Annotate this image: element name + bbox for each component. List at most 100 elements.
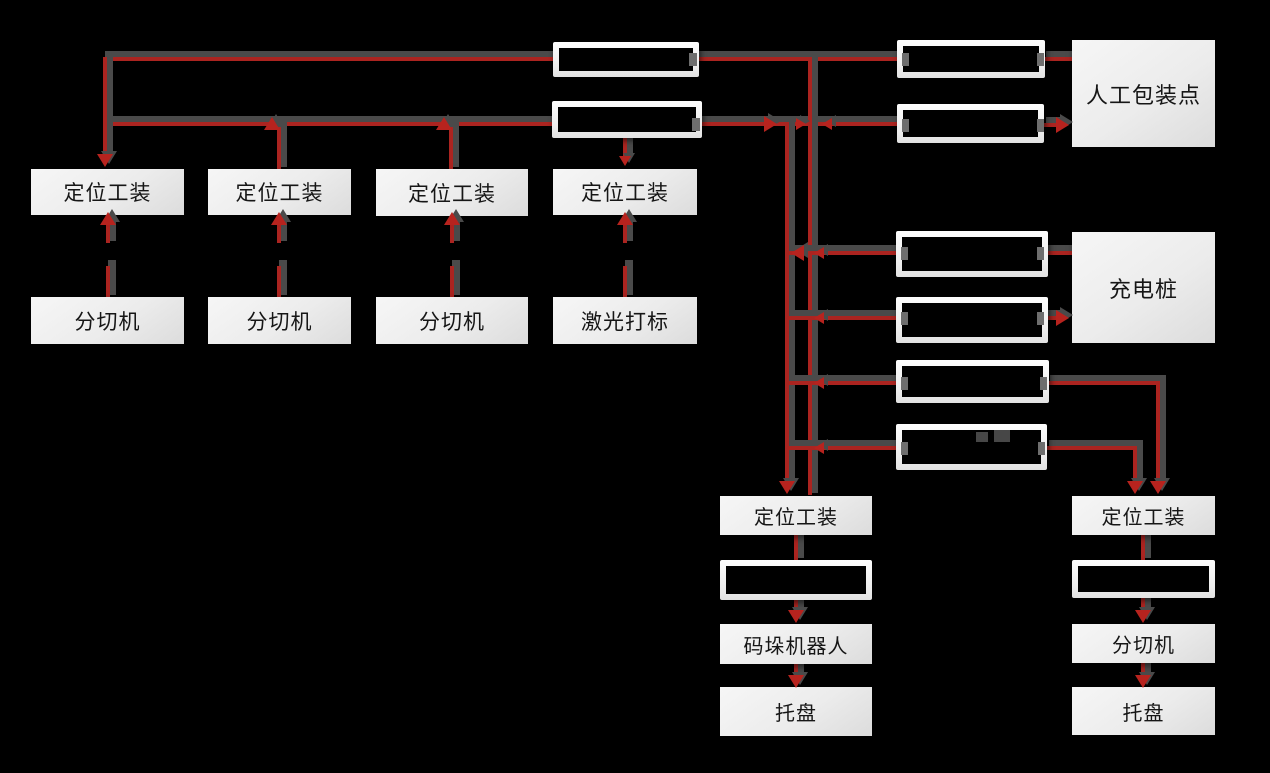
edge-segment [1044, 123, 1058, 127]
edge-segment [787, 316, 896, 320]
flow-arrow-up [264, 117, 280, 130]
slitter-2-node: 分切机 [208, 297, 351, 344]
flow-arrow-up [100, 212, 116, 225]
edge-segment [808, 57, 812, 495]
connector-nub [1037, 312, 1044, 325]
edge-segment [1141, 663, 1145, 677]
connector-nub [1037, 53, 1044, 66]
redacted-box-redacted-right-2 [897, 104, 1044, 143]
node-label: 分切机 [246, 310, 313, 334]
node-label: 激光打标 [581, 310, 669, 334]
fixture-bottom-right-node: 定位工装 [1072, 496, 1215, 535]
slitter-1-node: 分切机 [31, 297, 184, 344]
charging-pile-node: 充电桩 [1072, 232, 1215, 343]
redacted-box-redacted-bottom-right [1072, 560, 1215, 598]
palletizing-robot-node: 码垛机器人 [720, 624, 872, 664]
manual-packing-point-node: 人工包装点 [1072, 40, 1215, 147]
edge-segment [623, 136, 627, 158]
pallet-right-node: 托盘 [1072, 687, 1215, 735]
connector-nub [901, 312, 908, 325]
redaction-overlay [902, 366, 1043, 397]
edge-segment [787, 381, 897, 385]
node-label: 充电桩 [1108, 276, 1178, 302]
edge-segment [1044, 316, 1058, 320]
edge-segment [105, 57, 898, 61]
redaction-overlay [726, 566, 866, 594]
flow-arrow-down [1135, 675, 1151, 688]
node-label: 分切机 [419, 310, 485, 334]
flow-arrow-down [97, 154, 113, 167]
fixture-bottom-left-node: 定位工装 [720, 496, 872, 535]
node-label: 码垛机器人 [743, 635, 849, 658]
node-label: 定位工装 [63, 182, 152, 205]
flow-arrow-up [271, 212, 287, 225]
flow-arrow-left [814, 377, 824, 389]
redacted-box-redacted-mid-3 [896, 360, 1049, 403]
edge-segment [623, 224, 627, 243]
redaction-artifact [994, 430, 1010, 442]
connector-nub [901, 247, 908, 260]
laser-marker-node: 激光打标 [553, 297, 697, 344]
connector-nub [1038, 442, 1045, 455]
edge-segment [103, 57, 107, 158]
connector-nub [689, 53, 697, 66]
connector-nub [901, 442, 908, 455]
node-label: 人工包装点 [1085, 82, 1201, 108]
redacted-box-redacted-right-1 [897, 40, 1045, 78]
flow-arrow-up [617, 212, 633, 225]
edge-segment [1047, 446, 1135, 450]
flow-arrow-left [814, 442, 824, 454]
node-label: 托盘 [1122, 702, 1165, 725]
edge-segment [449, 122, 453, 169]
edge-segment [787, 251, 896, 255]
redaction-overlay [559, 48, 693, 71]
fixture-line-2-node: 定位工装 [208, 169, 351, 215]
edge-segment [787, 446, 897, 450]
redaction-overlay [902, 303, 1042, 337]
node-label: 定位工装 [1101, 507, 1186, 529]
fixture-line-1-node: 定位工装 [31, 169, 184, 215]
flow-arrow-right [796, 118, 806, 130]
redacted-box-redacted-mid-1 [896, 231, 1048, 277]
redaction-overlay [558, 107, 696, 132]
edge-segment [277, 122, 281, 169]
flow-arrow-down [619, 156, 631, 166]
edge-segment [794, 600, 798, 612]
node-label: 托盘 [775, 703, 817, 725]
fixture-line-3-node: 定位工装 [376, 169, 528, 216]
node-label: 定位工装 [235, 182, 324, 205]
flow-arrow-left [814, 312, 824, 324]
flow-arrow-left [822, 118, 832, 130]
redaction-overlay [1078, 566, 1209, 592]
redacted-box-redacted-mid-2 [896, 297, 1048, 343]
connector-nub [692, 118, 700, 131]
edge-segment [1044, 251, 1072, 255]
flow-arrow-right [764, 116, 777, 132]
flow-arrow-right [1056, 310, 1069, 326]
redaction-overlay [902, 237, 1042, 271]
edge-segment [277, 266, 281, 297]
node-label: 分切机 [1112, 635, 1175, 657]
flow-arrow-down [1127, 481, 1143, 494]
redacted-box-redacted-top-1 [553, 42, 699, 77]
flow-arrow-up [444, 212, 460, 225]
edge-segment [1133, 446, 1137, 483]
connector-nub [902, 119, 909, 132]
edge-segment [106, 224, 110, 243]
edge-segment [623, 266, 627, 297]
pallet-left-node: 托盘 [720, 687, 872, 736]
edge-segment [794, 535, 798, 560]
edge-segment [1141, 535, 1145, 560]
edge-segment [106, 266, 110, 297]
connector-nub [1037, 119, 1044, 132]
edge-segment [785, 122, 789, 483]
flow-arrow-down [1150, 481, 1166, 494]
edge-segment [1141, 598, 1145, 612]
node-label: 定位工装 [408, 182, 496, 206]
flow-arrow-left [791, 245, 804, 261]
redacted-box-redacted-mid-4 [896, 424, 1047, 470]
edge-segment [794, 664, 798, 677]
redacted-box-redacted-bottom-left [720, 560, 872, 600]
flow-arrow-right [1056, 117, 1069, 133]
